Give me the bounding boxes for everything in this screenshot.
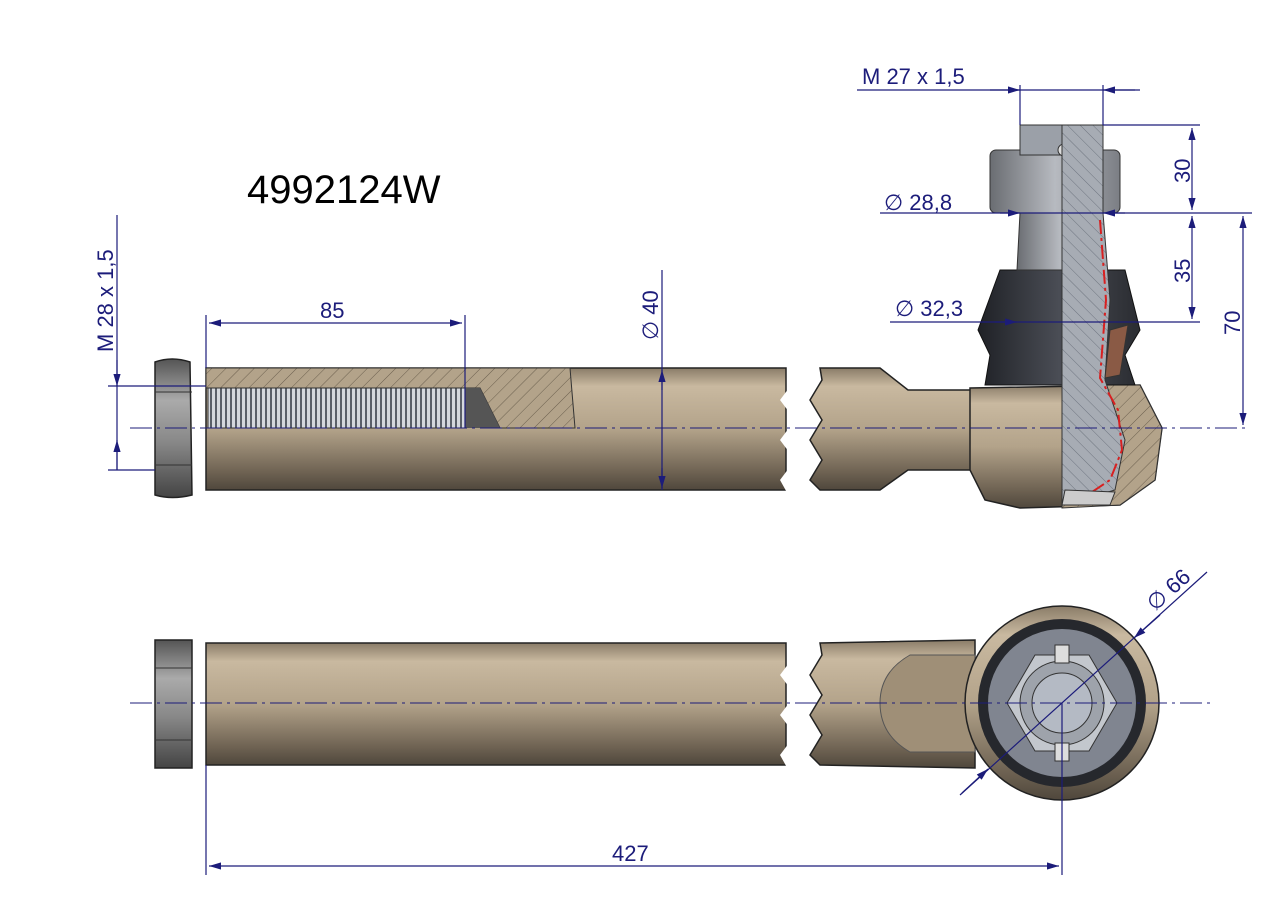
part-number: 4992124W <box>247 168 441 212</box>
rod-body-top <box>205 642 787 766</box>
lock-nut-top <box>154 639 193 769</box>
dim-taper-length: 35 <box>1170 259 1195 283</box>
grease-line <box>1079 219 1124 501</box>
dimensions: M 27 x 1,5 30 35 70 ∅ 28,8 ∅ 32,3 M 28 x… <box>93 64 1252 875</box>
side-view <box>154 124 1163 509</box>
dim-stud-height: 70 <box>1220 311 1245 335</box>
rod-right-segment <box>809 367 976 491</box>
dim-thread-length: 85 <box>320 298 344 323</box>
dim-stud-dia-bottom: ∅ 32,3 <box>895 296 963 321</box>
dim-rod-thread: M 28 x 1,5 <box>93 249 118 352</box>
internal-thread <box>207 387 466 429</box>
dim-rod-dia: ∅ 40 <box>638 290 663 340</box>
dim-overall-length: 427 <box>612 841 649 866</box>
dim-nut-height: 30 <box>1170 159 1195 183</box>
dim-stud-thread: M 27 x 1,5 <box>862 64 965 89</box>
dim-stud-dia-top: ∅ 28,8 <box>884 190 952 215</box>
